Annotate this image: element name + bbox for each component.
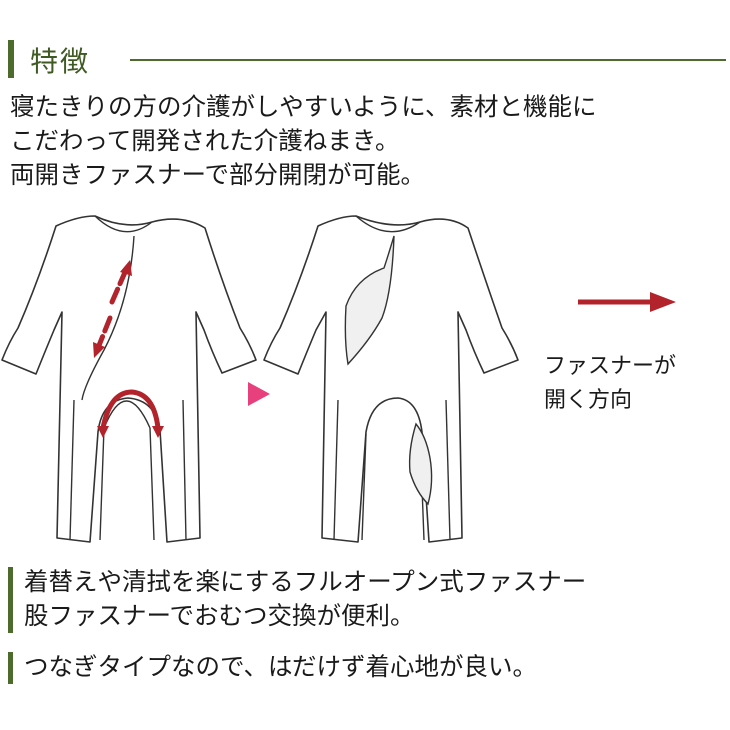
front-opening-flap <box>344 235 395 366</box>
feature-point: 着替えや清拭を楽にするフルオープン式ファスナー 股ファスナーでおむつ交換が便利。 <box>8 565 728 635</box>
crotch-opening-flap <box>408 422 433 506</box>
garment-closed-crotch-seam <box>103 400 151 429</box>
zipper-arrow-lower <box>95 315 113 351</box>
direction-legend: ファスナーが 開く方向 <box>544 350 676 418</box>
arrowhead-icon <box>152 426 164 438</box>
intro-line: 寝たきりの方の介護がしやすいように、素材と機能に <box>10 92 597 121</box>
arrow-right-icon <box>578 292 676 312</box>
zipper-arrow-upper <box>109 267 129 305</box>
triangle-right-icon <box>248 382 270 406</box>
point-accent-bar <box>8 567 13 633</box>
arrowhead-icon <box>120 260 132 276</box>
arrowhead-icon <box>93 342 105 358</box>
garment-illustration <box>0 200 730 560</box>
arrowhead-icon <box>97 426 109 438</box>
garment-open-outline <box>263 215 519 543</box>
legend-line: 開く方向 <box>544 388 633 413</box>
intro-line: 両開きファスナーで部分開閉が可能。 <box>10 160 426 189</box>
heading-rule <box>130 59 726 61</box>
feature-line: つなぎタイプなので、はだけず着心地が良い。 <box>24 652 538 681</box>
garment-illustration-svg <box>1 215 676 543</box>
legend-line: ファスナーが <box>544 354 677 379</box>
garment-open-neckline <box>355 215 421 233</box>
feature-line: 着替えや清拭を楽にするフルオープン式ファスナー <box>24 567 587 596</box>
heading-title: 特徴 <box>30 45 91 78</box>
intro-line: こだわって開発された介護ねまき。 <box>10 126 400 155</box>
heading-accent-bar <box>8 40 14 78</box>
crotch-zipper-arrow <box>100 389 161 429</box>
garment-closed-outline <box>1 215 257 543</box>
garment-closed-neckline <box>94 215 153 233</box>
feature-line: 股ファスナーでおむつ交換が便利。 <box>24 601 415 630</box>
point-accent-bar <box>8 652 13 684</box>
feature-point: つなぎタイプなので、はだけず着心地が良い。 <box>8 650 728 686</box>
intro-text: 寝たきりの方の介護がしやすいように、素材と機能に こだわって開発された介護ねまき… <box>10 90 726 192</box>
section-heading: 特徴 <box>8 38 726 84</box>
